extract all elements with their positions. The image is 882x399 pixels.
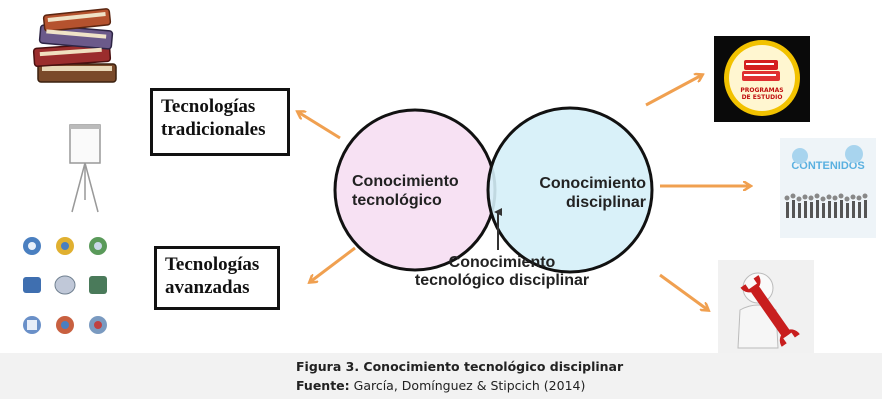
programs-image: PROGRAMAS DE ESTUDIO (714, 36, 810, 122)
technological-knowledge-line1: Conocimiento (352, 173, 459, 190)
source-text: García, Domínguez & Stipcich (2014) (349, 378, 586, 393)
programs-book-icon (724, 40, 800, 116)
arrow-to-traditional (298, 112, 341, 140)
person-wrench-icon (718, 260, 814, 360)
advanced-technologies-line1: Tecnologías (165, 254, 260, 275)
technological-knowledge-label: Conocimiento tecnológico (352, 172, 459, 210)
traditional-technologies-line2: tradicionales (161, 119, 266, 140)
flipchart-icon (69, 124, 101, 213)
arrow-to-advanced (310, 246, 356, 282)
traditional-technologies-line1: Tecnologías (161, 96, 256, 117)
disciplinary-knowledge-line2: disciplinar (565, 194, 646, 211)
caption-bar (0, 353, 882, 399)
advanced-technologies-line2: avanzadas (165, 277, 250, 298)
contents-image: CONTENIDOS (780, 138, 876, 238)
advanced-technologies-box: Tecnologías avanzadas (154, 246, 280, 310)
programs-text-line2: DE ESTUDIO (741, 94, 783, 101)
arrow-to-tools (659, 273, 708, 310)
figure-caption: Figura 3. Conocimiento tecnológico disci… (296, 359, 624, 374)
disciplinary-knowledge-label: Conocimiento disciplinar (520, 174, 646, 212)
technological-knowledge-line2: tecnológico (352, 192, 442, 209)
technology-icons-grid (23, 237, 107, 334)
technological-disciplinary-label: Conocimiento tecnológico disciplinar (402, 254, 602, 290)
arrow-to-programs (645, 75, 702, 107)
programs-text-line1: PROGRAMAS (740, 87, 784, 94)
disciplinary-knowledge-circle (486, 106, 654, 274)
source-caption: Fuente: García, Domínguez & Stipcich (20… (296, 378, 585, 393)
technological-disciplinary-line2: tecnológico disciplinar (414, 272, 590, 289)
disciplinary-knowledge-line1: Conocimiento (539, 175, 646, 192)
technological-disciplinary-line1: Conocimiento (448, 254, 556, 271)
source-label: Fuente: (296, 378, 350, 393)
contents-people-icon (784, 145, 868, 218)
traditional-technologies-box: Tecnologías tradicionales (150, 88, 290, 156)
stacked-books-icon (32, 8, 117, 83)
contents-text: CONTENIDOS (791, 160, 865, 172)
